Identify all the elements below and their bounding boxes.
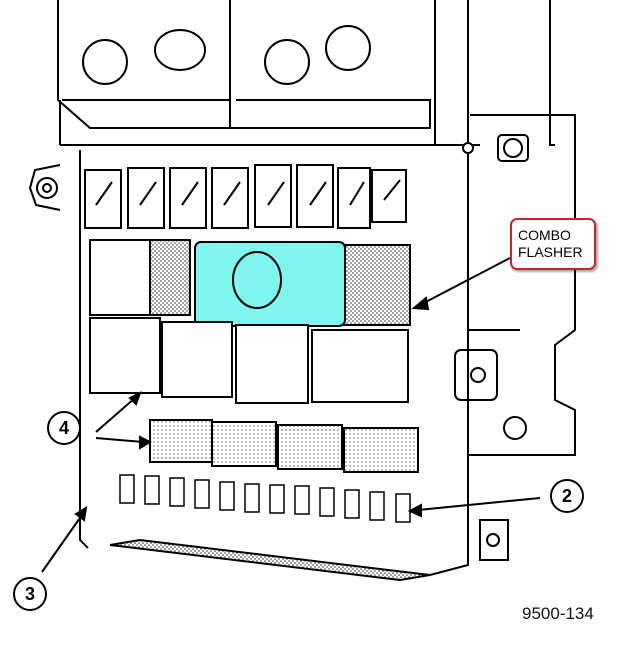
mounting-frame	[28, 0, 576, 576]
svg-text:2: 2	[562, 486, 572, 506]
relay-row-lower	[89, 317, 409, 404]
small-fuse-row	[119, 474, 411, 523]
fuse-row-top	[84, 164, 407, 229]
mini-relays	[149, 419, 419, 473]
figure-id: 9500-134	[522, 604, 594, 623]
number-label-2: 2	[550, 479, 584, 513]
callout-line-1: COMBO	[518, 227, 571, 243]
leader-lines	[41, 257, 541, 573]
number-label-4: 4	[47, 411, 81, 445]
bottom-strip	[109, 538, 431, 582]
top-circles	[82, 25, 371, 85]
svg-text:4: 4	[59, 418, 69, 438]
callout-line-2: FLASHER	[518, 244, 583, 260]
relay-row-upper	[89, 239, 411, 326]
bolts	[36, 134, 529, 561]
combo-flasher-relay	[194, 241, 346, 327]
number-label-3: 3	[13, 577, 47, 611]
svg-text:3: 3	[25, 584, 35, 604]
combo-flasher-callout: COMBO FLASHER	[510, 218, 596, 270]
